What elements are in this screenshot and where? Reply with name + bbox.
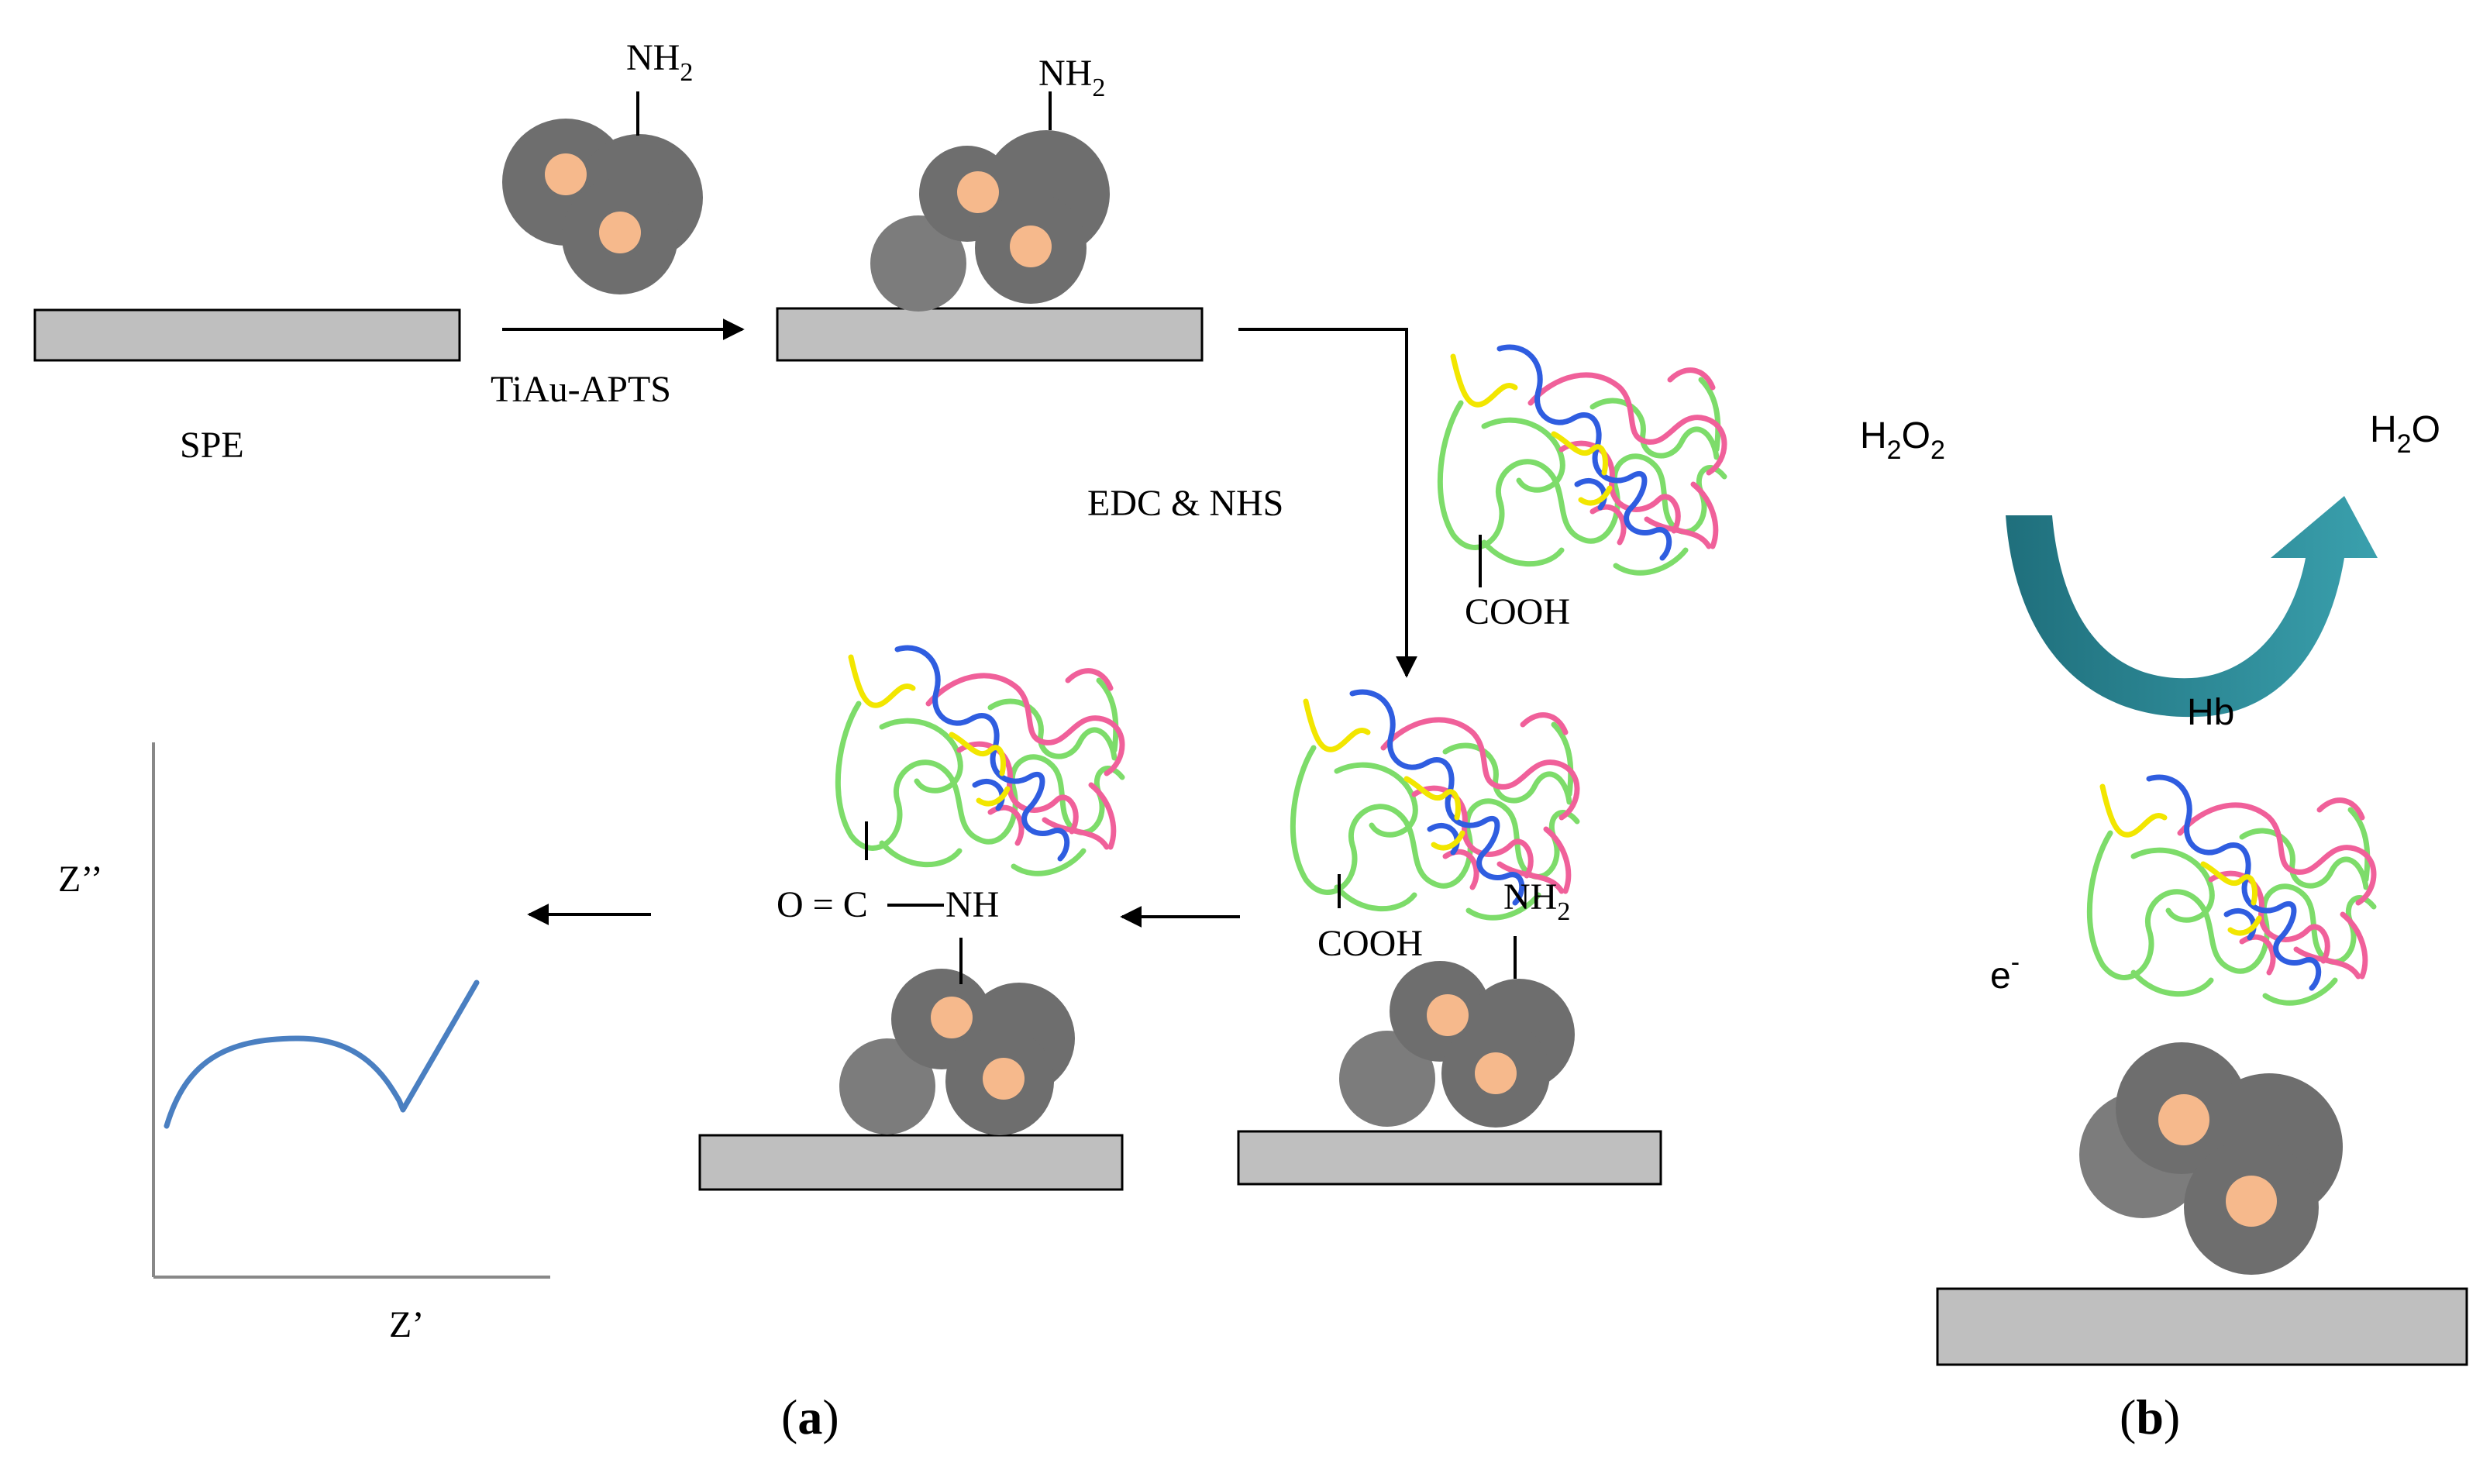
particles-panel-b (2079, 1042, 2343, 1275)
electrode-modified (776, 307, 1204, 362)
electrode-immobilized (698, 1134, 1124, 1191)
label-cooh-2: COOH (1317, 923, 1423, 964)
label-hb: Hb (2187, 692, 2234, 733)
label-tiau-apts: TiAu-APTS (491, 369, 671, 410)
particles-immobilized (839, 938, 1075, 1135)
tiau-apts-particles (502, 91, 703, 294)
arrow-step2 (1238, 328, 1417, 678)
panel-label-a: (a) (781, 1389, 839, 1444)
label-h2o2: H2O2 (1860, 415, 1945, 465)
axis-label-z-double-prime: Z’’ (58, 859, 103, 900)
axis-label-z-prime: Z’ (389, 1304, 424, 1345)
impedance-plot (152, 742, 550, 1279)
label-amide-left: O = C (777, 884, 868, 925)
label-electron: e- (1990, 948, 2020, 997)
protein-free (1440, 347, 1724, 573)
label-amide-right: NH (945, 884, 999, 925)
particles-on-electrode (870, 91, 1110, 312)
protein-immobilized (838, 648, 1122, 873)
label-nh2-2: NH2 (1038, 53, 1105, 102)
particles-activated (1339, 936, 1575, 1128)
electrode-spe (33, 308, 461, 362)
catalytic-cycle-arrow (2006, 496, 2378, 718)
label-nh2-1: NH2 (626, 37, 693, 87)
electrode-panel-b (1936, 1287, 2468, 1366)
protein-hb (2089, 777, 2374, 1003)
label-h2o: H2O (2370, 409, 2440, 459)
label-nh2-3: NH2 (1503, 876, 1570, 926)
label-spe: SPE (180, 425, 244, 466)
label-edc-nhs: EDC & NHS (1087, 483, 1283, 524)
nyquist-curve (164, 980, 480, 1129)
panel-label-b: (b) (2120, 1389, 2180, 1444)
electrode-activated (1237, 1130, 1662, 1186)
label-cooh-1: COOH (1465, 591, 1570, 632)
